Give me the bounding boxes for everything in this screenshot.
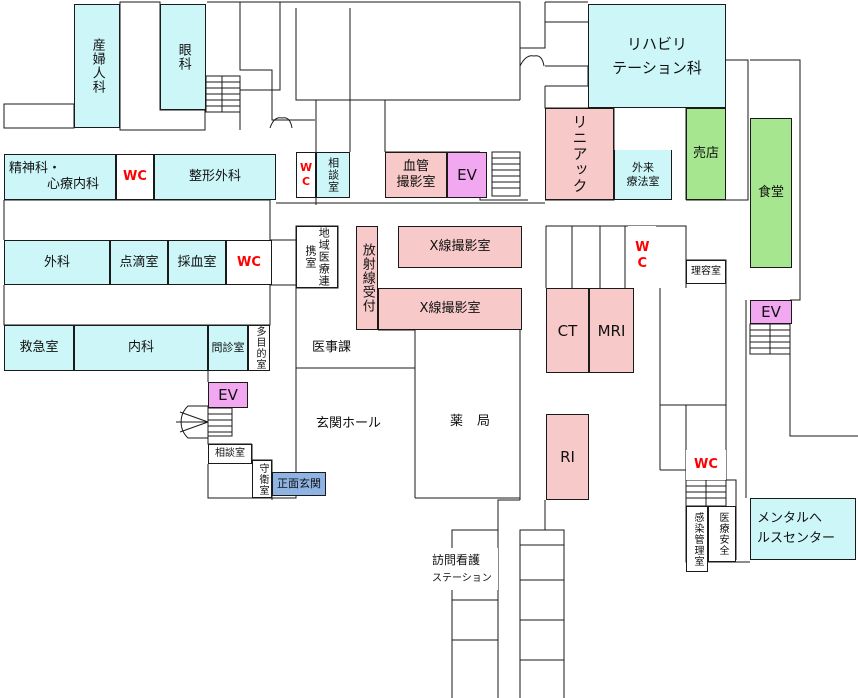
- medical-safety-label: 医療安全: [717, 512, 728, 556]
- orthopedics-room[interactable]: 整形外科: [154, 154, 276, 200]
- restroom-5[interactable]: WC: [686, 450, 726, 480]
- mri-label: MRI: [597, 321, 626, 340]
- obstetrics-label: 産婦人科: [89, 38, 105, 94]
- outpatient-therapy-room[interactable]: 外来 療法室: [614, 150, 672, 200]
- door-icon: [269, 55, 545, 129]
- entrance-hall-label: 玄関ホール: [316, 416, 382, 431]
- home-nursing-label-2: ステーション: [432, 573, 492, 585]
- elevator-3-label: EV: [218, 386, 238, 404]
- xray-room-1[interactable]: X線撮影室: [398, 226, 522, 268]
- xray-room-1-label: X線撮影室: [429, 239, 491, 255]
- restroom-3-label: WC: [237, 254, 261, 270]
- consultation-room-top[interactable]: 相談室: [316, 152, 350, 198]
- blood-collection-room[interactable]: 採血室: [168, 240, 226, 285]
- psychiatry-room[interactable]: 精神科・ 心療内科: [4, 154, 116, 200]
- medical-safety-room[interactable]: 医療安全: [708, 506, 736, 562]
- mental-health-label-2: ルスセンター: [757, 531, 836, 546]
- consultation-room-bottom-label: 相談室: [215, 448, 245, 459]
- emergency-room[interactable]: 救急室: [4, 325, 74, 371]
- restroom-2[interactable]: WC: [296, 152, 316, 198]
- psychiatry-label-2: 心療内科: [47, 177, 100, 192]
- regional-liaison-label: 地域医療連携室: [304, 227, 331, 287]
- linac-label: リニアック: [570, 114, 589, 194]
- angiography-label-2: 撮影室: [396, 175, 436, 190]
- elevator-1[interactable]: EV: [447, 152, 487, 198]
- cafeteria-room[interactable]: 食堂: [750, 118, 792, 268]
- stairs-icon: [176, 75, 791, 507]
- outpatient-therapy-label-2: 療法室: [626, 174, 660, 188]
- multipurpose-label: 多目的室: [254, 326, 265, 370]
- elevator-2[interactable]: EV: [750, 300, 792, 324]
- xray-room-2[interactable]: X線撮影室: [378, 288, 522, 330]
- rehabilitation-label-2: テーション科: [612, 59, 702, 77]
- internal-medicine-label: 内科: [127, 340, 154, 356]
- infection-control-label: 感染管理室: [692, 511, 703, 567]
- angiography-label-1: 血管: [402, 159, 429, 175]
- blood-collection-label: 採血室: [177, 254, 217, 270]
- interview-label: 問診室: [211, 341, 245, 355]
- pharmacy-label: 薬局: [450, 414, 505, 429]
- restroom-4-label: WC: [634, 240, 650, 272]
- obstetrics-room[interactable]: 産婦人科: [74, 4, 120, 128]
- barber-label: 理容室: [691, 266, 721, 277]
- ri-room[interactable]: RI: [546, 414, 589, 500]
- mri-room[interactable]: MRI: [589, 288, 634, 373]
- rehabilitation-room[interactable]: リハビリ テーション科: [588, 4, 726, 108]
- orthopedics-label: 整形外科: [188, 169, 241, 185]
- ct-room[interactable]: CT: [546, 288, 589, 373]
- rehabilitation-label-1: リハビリ: [626, 35, 687, 53]
- barber-room[interactable]: 理容室: [686, 260, 726, 284]
- linac-room[interactable]: リニアック: [545, 108, 614, 200]
- mental-health-center[interactable]: メンタルへ ルスセンター: [750, 498, 856, 560]
- main-entrance-label: 正面玄関: [277, 477, 321, 491]
- security-label: 守衛室: [257, 462, 268, 496]
- shop-room[interactable]: 売店: [686, 108, 726, 200]
- restroom-5-label: WC: [694, 457, 718, 473]
- radiology-reception[interactable]: 放射線受付: [356, 226, 378, 330]
- infusion-label: 点滴室: [119, 254, 159, 270]
- ophthalmology-room[interactable]: 眼科: [160, 4, 206, 110]
- regional-liaison-room[interactable]: 地域医療連携室: [296, 226, 338, 288]
- ri-label: RI: [560, 448, 575, 466]
- elevator-1-label: EV: [457, 166, 477, 184]
- surgery-label: 外科: [43, 254, 70, 270]
- consultation-room-top-label: 相談室: [326, 157, 340, 193]
- cafeteria-label: 食堂: [757, 185, 784, 201]
- infusion-room[interactable]: 点滴室: [110, 240, 168, 285]
- security-room[interactable]: 守衛室: [252, 460, 272, 498]
- outpatient-therapy-label-1: 外来: [632, 161, 654, 175]
- multipurpose-room[interactable]: 多目的室: [248, 325, 270, 371]
- restroom-1-label: WC: [123, 169, 147, 185]
- radiology-reception-label: 放射線受付: [359, 243, 375, 313]
- restroom-1[interactable]: WC: [116, 154, 154, 200]
- angiography-room[interactable]: 血管 撮影室: [385, 152, 447, 198]
- internal-medicine-room[interactable]: 内科: [74, 325, 208, 371]
- home-nursing-label-1: 訪問看護: [432, 552, 481, 567]
- restroom-3[interactable]: WC: [226, 240, 272, 285]
- home-nursing-station[interactable]: 訪問看護 ステーション: [432, 548, 498, 590]
- elevator-2-label: EV: [761, 303, 781, 321]
- ophthalmology-label: 眼科: [175, 43, 191, 71]
- interview-room[interactable]: 問診室: [208, 325, 248, 371]
- psychiatry-label-1: 精神科・: [9, 161, 62, 177]
- emergency-label: 救急室: [19, 340, 59, 356]
- consultation-room-bottom[interactable]: 相談室: [208, 444, 252, 464]
- mental-health-label-1: メンタルへ: [757, 511, 823, 527]
- shop-label: 売店: [692, 146, 719, 162]
- ct-label: CT: [557, 321, 578, 340]
- surgery-room[interactable]: 外科: [4, 240, 110, 285]
- restroom-2-label: WC: [299, 161, 313, 189]
- infection-control-room[interactable]: 感染管理室: [686, 506, 708, 572]
- elevator-3[interactable]: EV: [208, 382, 248, 408]
- medical-affairs-label: 医事課: [312, 340, 352, 355]
- main-entrance[interactable]: 正面玄関: [272, 472, 326, 496]
- restroom-4[interactable]: WC: [628, 226, 656, 286]
- xray-room-2-label: X線撮影室: [419, 301, 481, 317]
